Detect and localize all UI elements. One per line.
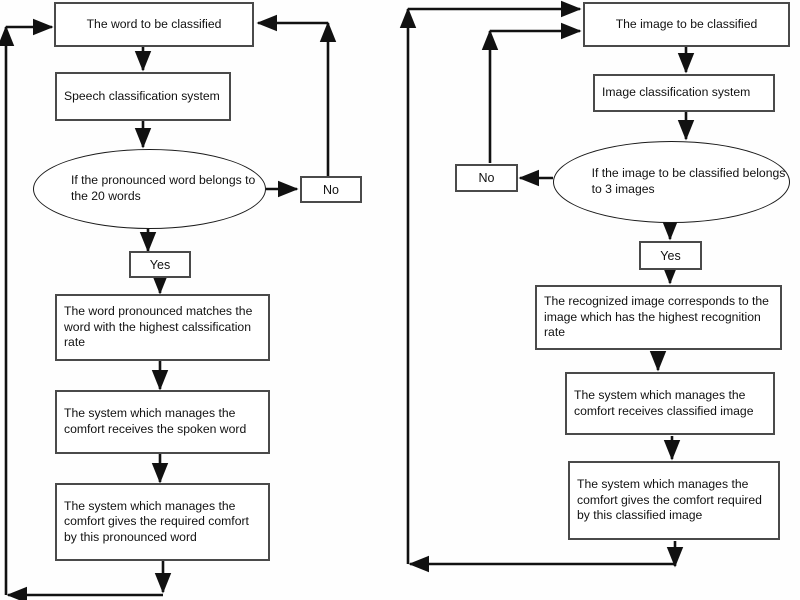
branch-label: No [478, 171, 495, 185]
branch-yes-right[interactable]: Yes [639, 241, 702, 270]
node-label: The word to be classified [86, 16, 222, 31]
node-recognized-image-highest-rate[interactable]: The recognized image corresponds to the … [535, 285, 782, 350]
node-label: Image classification system [602, 85, 751, 100]
node-label: The system which manages the comfort giv… [577, 477, 762, 523]
branch-label: No [323, 182, 339, 197]
branch-label: Yes [660, 248, 681, 263]
branch-label: Yes [149, 257, 171, 272]
decision-label: If the image to be classified belongs to… [591, 166, 786, 196]
node-label: The system which manages the comfort giv… [64, 498, 249, 544]
node-label: Speech classification system [64, 88, 220, 103]
node-comfort-receives-classified-image[interactable]: The system which manages the comfort rec… [565, 372, 775, 435]
node-label: The system which manages the comfort rec… [574, 387, 754, 418]
decision-pronounced-word-in-20-words[interactable]: If the pronounced word belongs to the 20… [33, 149, 266, 229]
node-word-matches-highest-rate[interactable]: The word pronounced matches the word wit… [55, 294, 270, 361]
node-comfort-gives-required-comfort-image[interactable]: The system which manages the comfort giv… [568, 461, 780, 540]
node-comfort-receives-spoken-word[interactable]: The system which manages the comfort rec… [55, 390, 270, 454]
node-comfort-gives-required-comfort-word[interactable]: The system which manages the comfort giv… [55, 483, 270, 561]
branch-yes-left[interactable]: Yes [129, 251, 191, 278]
node-label: The image to be classified [615, 16, 758, 31]
node-label: The recognized image corresponds to the … [544, 294, 769, 340]
node-speech-classification-system[interactable]: Speech classification system [55, 72, 231, 121]
node-image-to-be-classified[interactable]: The image to be classified [583, 2, 790, 47]
decision-label: If the pronounced word belongs to the 20… [70, 173, 256, 203]
node-label: The system which manages the comfort rec… [64, 406, 247, 436]
node-label: The word pronounced matches the word wit… [64, 304, 253, 350]
decision-image-belongs-to-3-images[interactable]: If the image to be classified belongs to… [553, 141, 790, 223]
branch-no-right[interactable]: No [455, 164, 518, 192]
node-image-classification-system[interactable]: Image classification system [593, 74, 775, 112]
branch-no-left[interactable]: No [300, 176, 362, 203]
node-word-to-be-classified[interactable]: The word to be classified [54, 2, 254, 47]
